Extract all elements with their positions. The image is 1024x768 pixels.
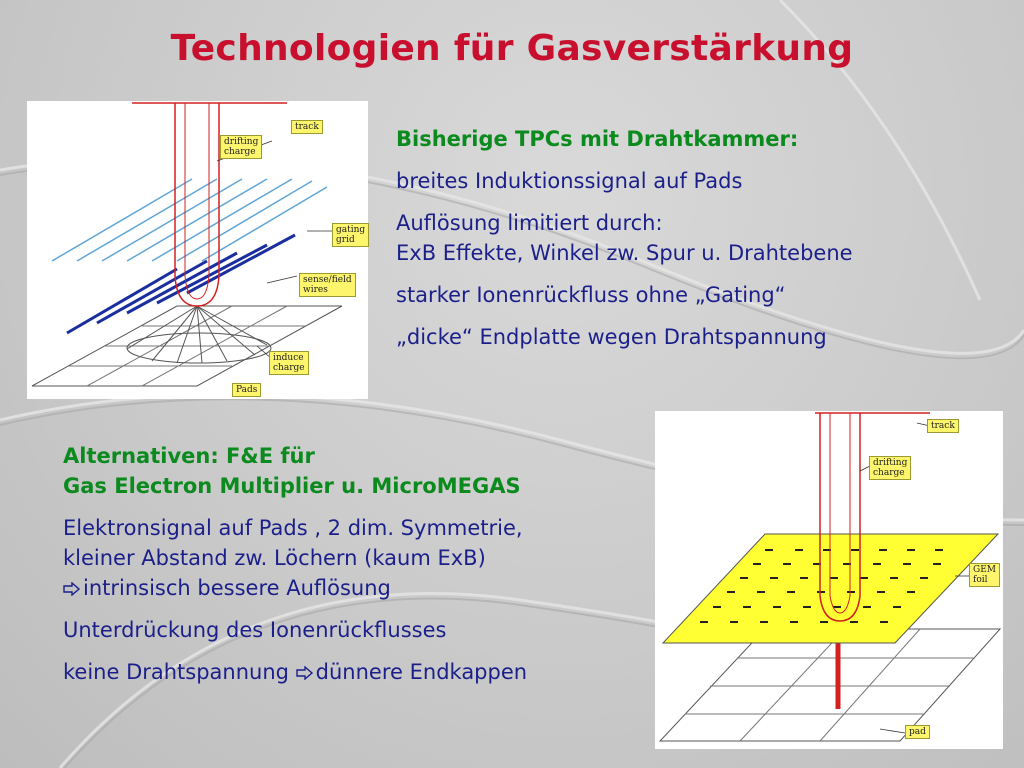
text-no-wire-tension: keine Drahtspannung dünnere Endkappen (63, 660, 528, 684)
text-better-resolution: intrinsisch bessere Auflösung (63, 573, 663, 603)
page-title: Technologien für Gasverstärkung (170, 28, 854, 69)
text-hole-distance: kleiner Abstand zw. Löchern (kaum ExB) (63, 546, 486, 570)
text-exb-effects: ExB Effekte, Winkel zw. Spur u. Drahtebe… (396, 241, 853, 265)
text-ion-suppression: Unterdrückung des Ionenrückflusses (63, 618, 447, 642)
arrow-right-icon (63, 582, 81, 596)
text-thick-endplate: „dicke“ Endplatte wegen Drahtspannung (396, 325, 827, 349)
label-track: track (927, 419, 959, 433)
text-resolution-limited: Auflösung limitiert durch: (396, 211, 663, 235)
text-induction-signal: breites Induktionssignal auf Pads (396, 169, 743, 193)
label-pad: pad (905, 725, 930, 739)
label-track: track (291, 120, 323, 134)
gem-drawing (658, 412, 1002, 742)
text-ion-backflow: starker Ionenrückfluss ohne „Gating“ (396, 283, 786, 307)
text-electron-signal: Elektronsignal auf Pads , 2 dim. Symmetr… (63, 516, 523, 540)
gem-heading-line2: Gas Electron Multiplier u. MicroMEGAS (63, 474, 521, 498)
gem-heading-line1: Alternativen: F&E für (63, 444, 315, 468)
gem-holes (700, 549, 943, 623)
wire-chamber-heading: Bisherige TPCs mit Drahtkammer: (396, 127, 799, 151)
wire-chamber-text: Bisherige TPCs mit Drahtkammer: breites … (396, 124, 1006, 364)
gem-text: Alternativen: F&E für Gas Electron Multi… (63, 441, 663, 699)
arrow-right-icon (295, 666, 313, 680)
wire-chamber-drawing (31, 102, 343, 387)
label-pads: Pads (232, 383, 262, 397)
